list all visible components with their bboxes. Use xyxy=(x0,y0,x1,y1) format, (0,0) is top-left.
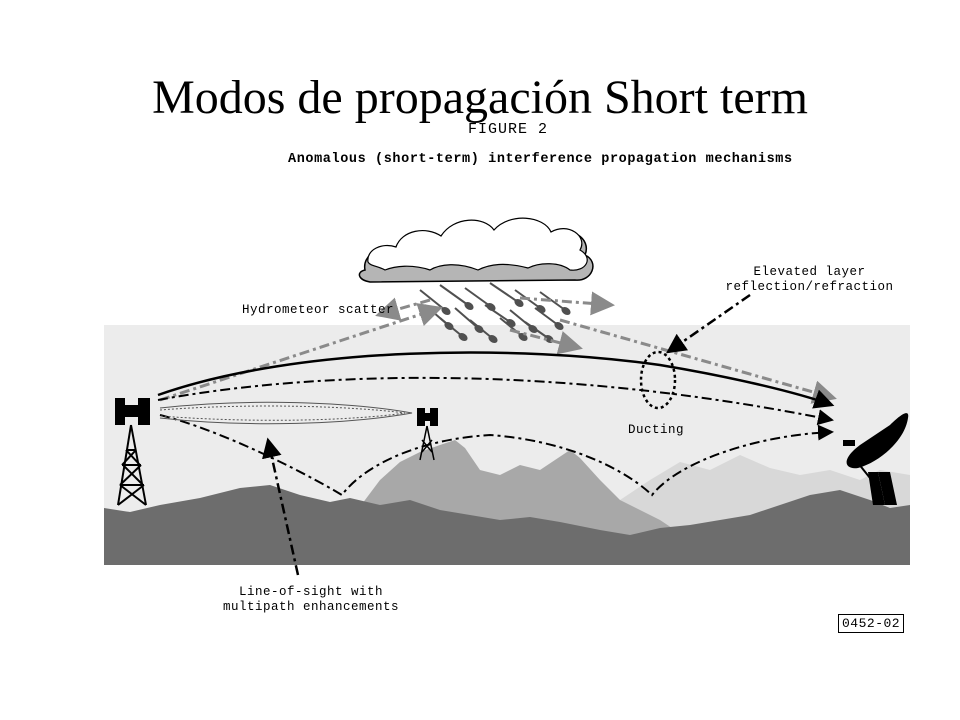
terrain-foreground xyxy=(104,485,910,565)
rain-drops xyxy=(419,282,571,344)
figure-number: FIGURE 2 xyxy=(468,121,549,138)
cloud xyxy=(358,217,594,283)
line-of-sight-label-line1: Line-of-sight with xyxy=(238,585,384,599)
elevated-layer-label: Elevated layer reflection/refraction xyxy=(722,265,897,295)
line-of-sight-pointer xyxy=(262,437,300,576)
line-of-sight-label: Line-of-sight with multipath enhancement… xyxy=(216,585,406,615)
elevated-layer-label-line2: reflection/refraction xyxy=(725,280,894,294)
elevated-layer-path xyxy=(157,351,835,409)
satellite-dish-icon xyxy=(843,413,909,505)
line-of-sight-lobe xyxy=(159,401,413,425)
middle-receiver-tower-icon xyxy=(417,408,438,461)
line-of-sight-label-line2: multipath enhancements xyxy=(222,600,400,614)
elevated-layer-region xyxy=(639,350,677,410)
figure-code: 0452-02 xyxy=(838,614,905,633)
hydrometeor-scatter-label: Hydrometeor scatter xyxy=(242,303,395,317)
slide-title: Modos de propagación Short term xyxy=(152,71,808,124)
ducting-hop-path xyxy=(159,414,834,497)
figure-caption: Anomalous (short-term) interference prop… xyxy=(288,152,793,167)
left-transmitter-tower-icon xyxy=(115,398,150,506)
ducting-label: Ducting xyxy=(628,423,685,437)
ducting-upper-path xyxy=(157,376,834,426)
hydrometeor-scatter-paths xyxy=(159,291,837,404)
elevated-layer-label-line1: Elevated layer xyxy=(753,265,866,279)
elevated-layer-pointer xyxy=(665,293,751,354)
